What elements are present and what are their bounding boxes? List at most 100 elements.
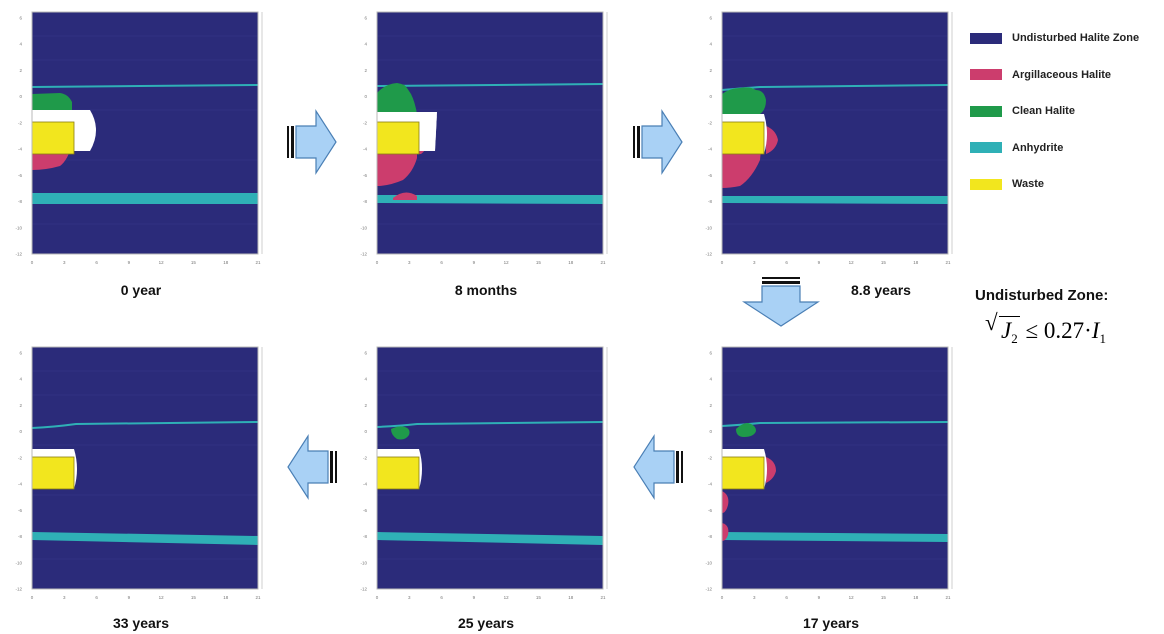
y-tick-label: 4 — [364, 42, 367, 47]
x-tick-label: 12 — [849, 595, 855, 600]
x-tick-label: 3 — [408, 595, 411, 600]
x-tick-label: 12 — [849, 260, 855, 265]
y-tick-label: -10 — [705, 560, 712, 565]
y-tick-label: -6 — [363, 173, 367, 178]
x-tick-label: 9 — [473, 260, 476, 265]
anhydrite-line — [31, 84, 259, 88]
x-tick-label: 21 — [600, 260, 606, 265]
formula-rhs-symbol: I — [1091, 318, 1100, 343]
plot-frame — [376, 346, 604, 590]
x-tick-label: 9 — [473, 595, 476, 600]
y-tick-label: -8 — [708, 199, 712, 204]
y-tick-label: -8 — [363, 199, 367, 204]
y-tick-label: -2 — [18, 120, 22, 125]
x-tick-label: 0 — [376, 595, 379, 600]
x-tick-label: 6 — [785, 595, 788, 600]
x-tick-label: 0 — [721, 260, 724, 265]
y-tick-label: 6 — [364, 16, 367, 21]
y-tick-label: 6 — [364, 351, 367, 356]
waste-block — [376, 456, 420, 490]
x-tick-label: 6 — [95, 260, 98, 265]
y-tick-label: -10 — [360, 225, 367, 230]
legend-swatch — [970, 69, 1002, 81]
clean-halite-region — [32, 93, 72, 114]
formula-coefficient: 0.27 — [1043, 318, 1085, 343]
x-tick-label: 18 — [913, 260, 919, 265]
x-tick-label: 15 — [191, 595, 197, 600]
arrow-left-icon — [287, 433, 337, 501]
argillaceous-halite-region — [766, 457, 776, 483]
y-tick-label: 0 — [709, 94, 712, 99]
criterion-title: Undisturbed Zone: — [975, 287, 1109, 304]
y-tick-label: -4 — [708, 147, 712, 152]
legend-item-waste: Waste — [970, 166, 1164, 203]
y-tick-label: 6 — [709, 16, 712, 21]
room-wall-bulge — [419, 449, 422, 489]
y-tick-label: -8 — [708, 534, 712, 539]
anhydrite-line — [31, 421, 259, 429]
panel-caption: 8.8 years — [851, 282, 911, 298]
y-tick-label: -2 — [18, 455, 22, 460]
legend: Undisturbed Halite Zone Argillaceous Hal… — [970, 20, 1164, 203]
y-tick-label: -2 — [708, 120, 712, 125]
panel-caption: 0 year — [120, 282, 162, 298]
clean-halite-region — [377, 83, 417, 114]
y-tick-label: 4 — [709, 42, 712, 47]
argillaceous-halite-region — [722, 523, 729, 541]
y-tick-label: -8 — [18, 199, 22, 204]
x-tick-label: 15 — [536, 260, 542, 265]
y-tick-label: -12 — [705, 252, 712, 257]
y-tick-label: -4 — [363, 482, 367, 487]
y-tick-label: 2 — [19, 68, 22, 73]
y-tick-label: -6 — [708, 173, 712, 178]
panel-caption: 17 years — [802, 615, 860, 631]
y-tick-label: 0 — [364, 429, 367, 434]
criterion-formula: √J2 ≤ 0.27·I1 — [985, 310, 1106, 347]
plot-frame — [31, 11, 259, 255]
x-tick-label: 12 — [504, 260, 510, 265]
legend-label: Clean Halite — [1012, 105, 1075, 118]
x-tick-label: 18 — [568, 260, 574, 265]
waste-block — [721, 121, 765, 155]
y-tick-label: 2 — [709, 403, 712, 408]
legend-swatch — [970, 105, 1002, 117]
anhydrite-band — [32, 193, 258, 204]
x-tick-label: 21 — [600, 595, 606, 600]
x-tick-label: 21 — [255, 260, 261, 265]
x-tick-label: 3 — [408, 260, 411, 265]
y-tick-label: -6 — [18, 508, 22, 513]
clean-halite-region — [736, 423, 756, 437]
x-tick-label: 9 — [818, 260, 821, 265]
x-tick-label: 9 — [818, 595, 821, 600]
room-wall-bulge — [764, 114, 767, 154]
legend-label: Waste — [1012, 178, 1044, 191]
y-tick-label: -10 — [15, 560, 22, 565]
plot-frame — [376, 11, 604, 255]
x-tick-label: 18 — [223, 595, 229, 600]
room-wall-bulge — [435, 112, 437, 151]
y-tick-label: -10 — [360, 560, 367, 565]
y-tick-label: -12 — [705, 587, 712, 592]
panel-caption: 25 years — [457, 615, 515, 631]
anhydrite-band — [722, 196, 948, 204]
x-tick-label: 6 — [785, 260, 788, 265]
y-tick-label: -12 — [360, 252, 367, 257]
x-tick-label: 12 — [159, 595, 165, 600]
y-tick-label: 6 — [19, 351, 22, 356]
x-tick-label: 15 — [536, 595, 542, 600]
y-tick-label: 6 — [709, 351, 712, 356]
x-tick-label: 3 — [63, 260, 66, 265]
argillaceous-halite-region — [722, 491, 729, 513]
anhydrite-band — [32, 532, 258, 545]
y-tick-label: -6 — [18, 173, 22, 178]
y-tick-label: -12 — [15, 587, 22, 592]
legend-label: Anhydrite — [1012, 141, 1064, 154]
legend-item-anhydrite: Anhydrite — [970, 130, 1164, 167]
anhydrite-line — [376, 421, 604, 428]
arrow-left-icon — [633, 433, 683, 501]
clean-halite-region — [722, 87, 766, 114]
x-tick-label: 9 — [128, 260, 131, 265]
